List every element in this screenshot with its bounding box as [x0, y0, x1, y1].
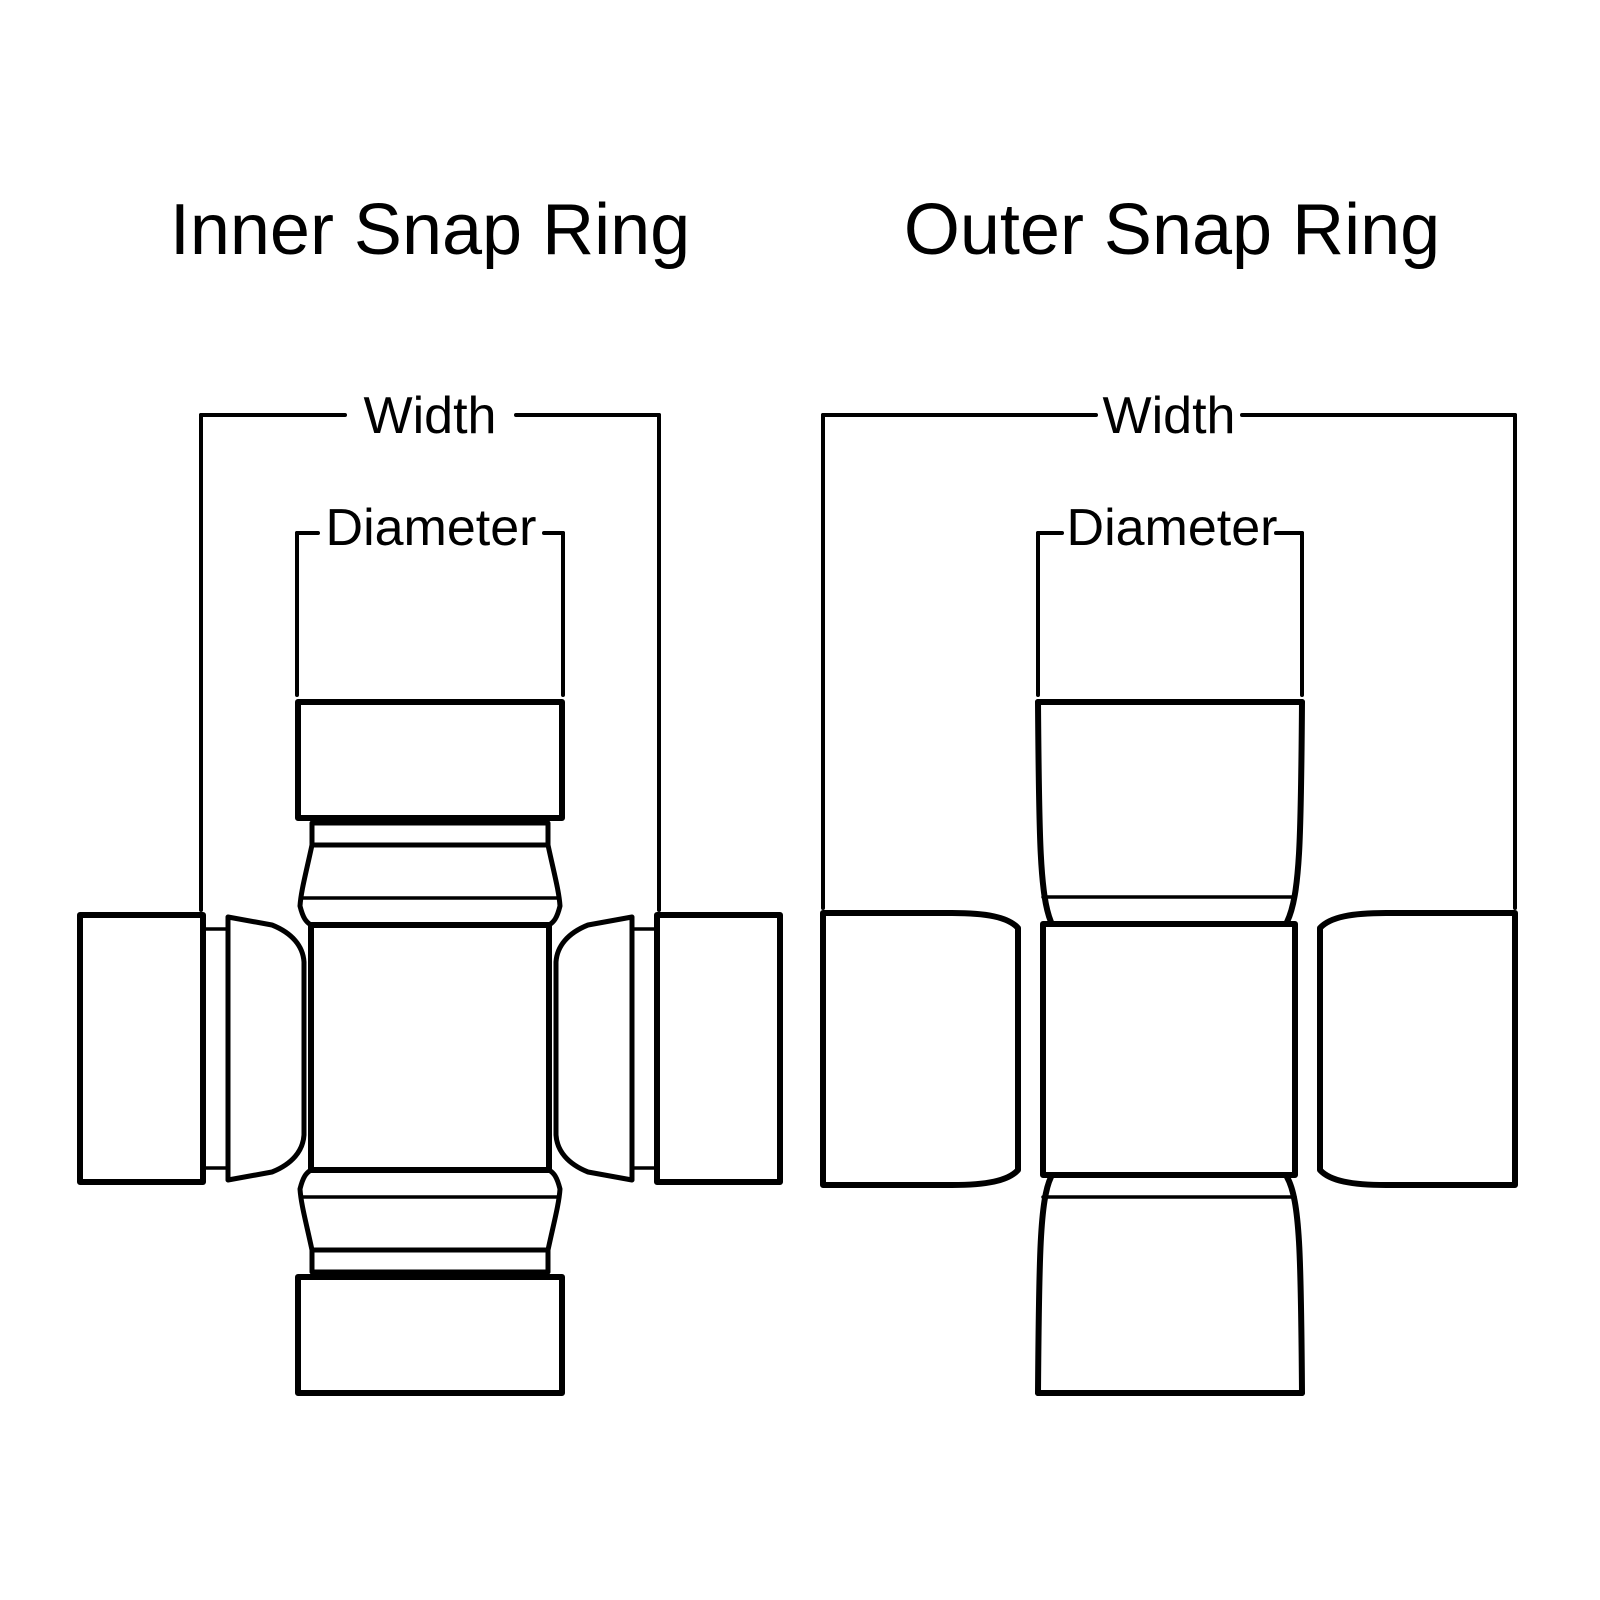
- inner-right-arm: [553, 912, 783, 1185]
- outer-width-label: Width: [1103, 387, 1236, 445]
- outer-right-bearing-cap: [1317, 910, 1518, 1188]
- inner-right-bearing-cap: [654, 912, 783, 1185]
- inner-top-seat-left: [297, 842, 315, 928]
- outer-left-arm: [820, 910, 1021, 1188]
- outer-diagram-title: Outer Snap Ring: [904, 190, 1440, 270]
- outer-diameter-label: Diameter: [1067, 499, 1278, 557]
- inner-bottom-seat-left: [297, 1167, 315, 1253]
- outer-width-dimension: Width: [821, 387, 1517, 910]
- inner-width-label: Width: [364, 387, 497, 445]
- inner-width-dimension: Width: [199, 387, 661, 912]
- inner-left-arm: [77, 912, 307, 1185]
- outer-top-cap-right-side: [1284, 699, 1305, 925]
- inner-bottom-bearing-cap: [295, 1167, 565, 1396]
- inner-diameter-dimension: Diameter: [295, 499, 565, 697]
- inner-diameter-label: Diameter: [326, 499, 537, 557]
- outer-diameter-dimension: Diameter: [1036, 499, 1304, 697]
- inner-diagram-title: Inner Snap Ring: [170, 190, 690, 270]
- outer-snap-ring-diagram: Outer Snap Ring Width Diameter: [820, 190, 1518, 1396]
- inner-cross-body-outline: [308, 922, 552, 1173]
- inner-cross-body: [308, 922, 552, 1173]
- outer-right-arm: [1317, 910, 1518, 1188]
- inner-top-bearing-cap: [295, 699, 565, 928]
- inner-top-cap-body: [295, 699, 565, 821]
- inner-top-seat-right: [545, 842, 563, 928]
- outer-bottom-cap-right-side: [1284, 1174, 1305, 1396]
- inner-top-snap-ring-groove: [309, 820, 551, 848]
- inner-snap-ring-diagram: Inner Snap Ring Width Diameter: [77, 190, 783, 1396]
- inner-bottom-snap-ring-groove: [309, 1247, 551, 1275]
- outer-cross-body: [1040, 921, 1298, 1178]
- inner-left-bearing-cap: [77, 912, 206, 1185]
- inner-bottom-seat-right: [545, 1167, 563, 1253]
- inner-bottom-cap-body: [295, 1274, 565, 1396]
- outer-bottom-bearing-cap: [1035, 1174, 1305, 1396]
- outer-bottom-cap-left-side: [1035, 1174, 1054, 1396]
- outer-cross-body-outline: [1040, 921, 1298, 1178]
- inner-left-snap-ring: [225, 914, 307, 1183]
- inner-right-snap-ring: [553, 914, 635, 1183]
- outer-top-cap-left-side: [1035, 699, 1054, 925]
- outer-left-bearing-cap: [820, 910, 1021, 1188]
- outer-top-bearing-cap: [1035, 699, 1305, 925]
